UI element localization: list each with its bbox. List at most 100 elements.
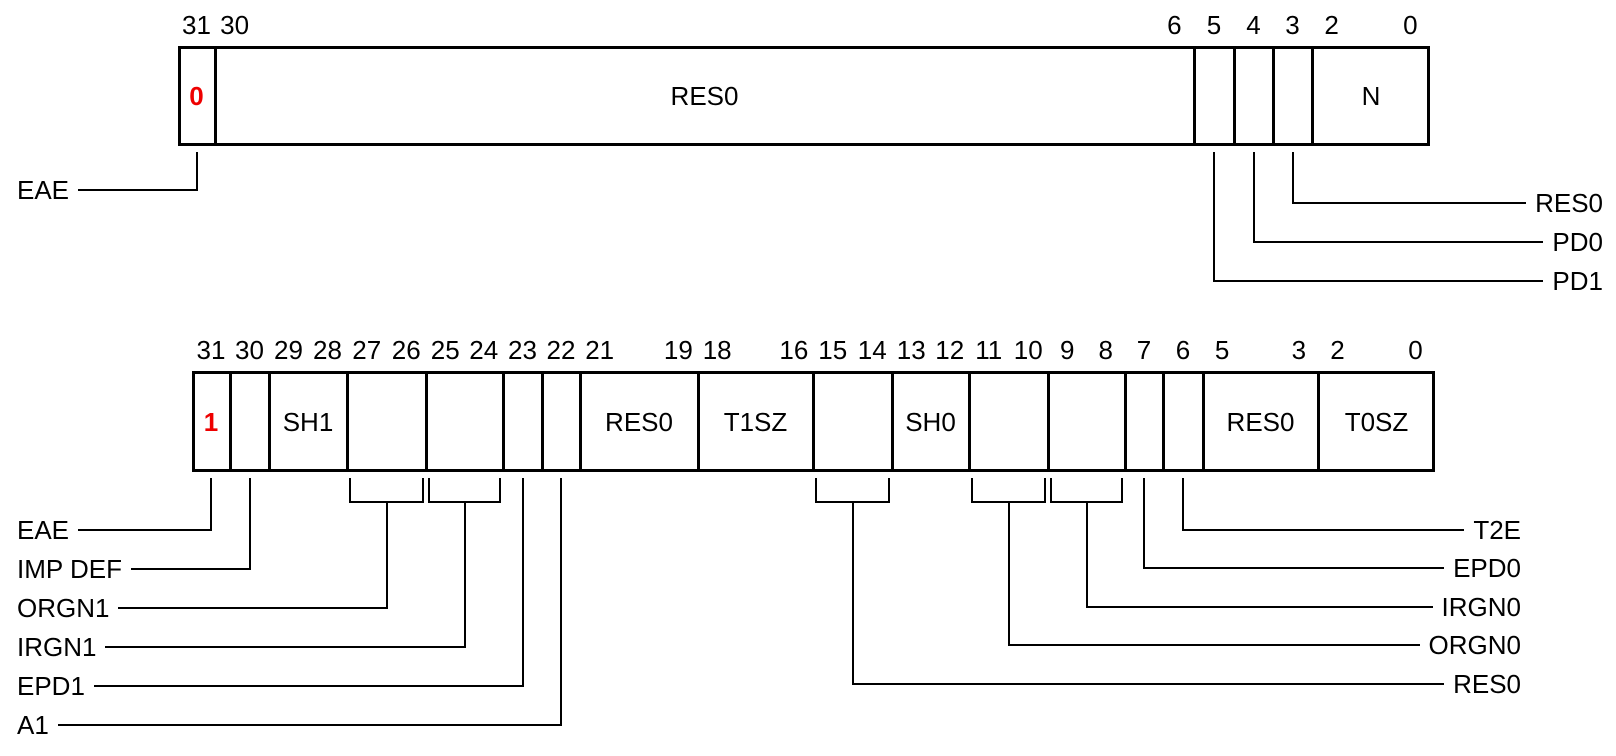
annotation-row: EAE	[17, 176, 198, 204]
annotation-label: IMP DEF	[17, 554, 122, 584]
leader-line	[57, 724, 562, 726]
bit-number: 10	[1013, 335, 1043, 365]
leader-stub	[1291, 152, 1294, 204]
annotation-label: RES0	[1535, 188, 1603, 218]
bracket-left-edge	[428, 478, 430, 503]
bit-number: 24	[469, 335, 499, 365]
bit-number: 16	[779, 335, 809, 365]
bit-number: 15	[818, 335, 848, 365]
annotation-row: ORGN1	[17, 594, 388, 622]
annotation-label: RES0	[1453, 669, 1521, 699]
field-label: N	[1361, 81, 1381, 111]
leader-line	[1252, 241, 1544, 243]
field-separator	[1161, 371, 1165, 472]
annotation-row: PD1	[1213, 267, 1603, 295]
leader-stub	[463, 501, 466, 648]
bracket-right-edge	[888, 478, 890, 503]
bit-number: 6	[1167, 10, 1182, 40]
leader-line	[1291, 202, 1527, 204]
bit-number: 27	[352, 335, 382, 365]
leader-line	[118, 607, 388, 609]
field-label: SH1	[282, 406, 334, 437]
leader-stub	[195, 152, 198, 191]
annotation-label: EPD1	[17, 671, 85, 701]
leader-stub	[248, 478, 251, 570]
field-separator	[1201, 371, 1205, 472]
field-label: RES0	[670, 81, 739, 111]
annotation-label: EAE	[17, 515, 70, 545]
leader-stub	[521, 478, 524, 687]
annotation-label: PD1	[1552, 266, 1603, 296]
annotation-row: IRGN0	[1085, 593, 1521, 621]
leader-line	[1213, 280, 1544, 282]
leader-line	[105, 646, 466, 648]
leader-line	[130, 568, 251, 570]
leader-line	[78, 529, 212, 531]
annotation-row: EPD0	[1143, 554, 1521, 582]
leader-stub	[1213, 152, 1215, 282]
register-box	[178, 46, 1430, 146]
bit-number: 0	[1408, 335, 1423, 365]
annotation-label: A1	[17, 710, 49, 740]
bracket-right-edge	[422, 478, 424, 503]
bit-number: 4	[1246, 10, 1261, 40]
bit-number: 2	[1324, 10, 1339, 40]
bracket-left-edge	[971, 478, 973, 503]
bit-number: 25	[430, 335, 460, 365]
bit-number: 14	[857, 335, 887, 365]
field-separator	[1123, 371, 1127, 472]
bit-number: 22	[546, 335, 576, 365]
bit-number: 26	[391, 335, 421, 365]
leader-line	[851, 683, 1445, 685]
bit-number: 8	[1098, 335, 1113, 365]
bit-number: 29	[274, 335, 303, 365]
bit-number: 12	[935, 335, 965, 365]
bit-number: 18	[702, 335, 732, 365]
bit-number: 5	[1214, 335, 1230, 365]
bit-number: 6	[1175, 335, 1191, 365]
bit-number: 7	[1136, 335, 1152, 365]
field-separator	[267, 371, 271, 472]
field-separator	[890, 371, 894, 472]
bit-number: 3	[1285, 10, 1300, 40]
annotation-row: RES0	[851, 669, 1521, 699]
annotation-label: ORGN0	[1428, 630, 1521, 660]
bit-number: 21	[585, 335, 615, 365]
annotation-row: ORGN0	[1007, 630, 1521, 660]
leader-line	[1143, 567, 1445, 569]
bit-number: 30	[220, 10, 250, 40]
field-separator	[1310, 46, 1314, 146]
field-separator	[501, 371, 505, 472]
annotation-label: IRGN1	[17, 632, 97, 662]
annotation-row: PD0	[1252, 228, 1603, 256]
bracket-left-edge	[1050, 478, 1052, 503]
leader-stub	[1007, 501, 1010, 646]
bracket-right-edge	[1044, 478, 1046, 503]
leader-stub	[1143, 478, 1145, 569]
leader-line	[93, 685, 524, 687]
annotation-label: T2E	[1473, 515, 1521, 545]
leader-line	[78, 189, 198, 191]
bracket-left-edge	[349, 478, 351, 503]
bit-number: 3	[1291, 335, 1307, 365]
field-separator	[578, 371, 582, 472]
field-separator	[424, 371, 428, 472]
bracket-left-edge	[815, 478, 817, 503]
bit-number: 13	[896, 335, 926, 365]
annotation-label: EPD0	[1453, 553, 1521, 583]
field-separator	[1232, 46, 1236, 146]
field-separator	[1192, 46, 1196, 146]
annotation-row: RES0	[1291, 188, 1603, 218]
field-separator	[1316, 371, 1320, 472]
leader-stub	[1182, 478, 1184, 531]
field-label: SH0	[905, 406, 956, 437]
field-label: RES0	[605, 406, 673, 437]
field-separator	[228, 371, 232, 472]
bit-number: 9	[1060, 335, 1075, 365]
leader-stub	[1085, 501, 1088, 608]
leader-line	[1085, 606, 1433, 608]
field-separator	[345, 371, 349, 472]
annotation-row: EPD1	[17, 672, 524, 700]
field-label: RES0	[1226, 406, 1295, 437]
bit-number: 30	[235, 335, 264, 365]
